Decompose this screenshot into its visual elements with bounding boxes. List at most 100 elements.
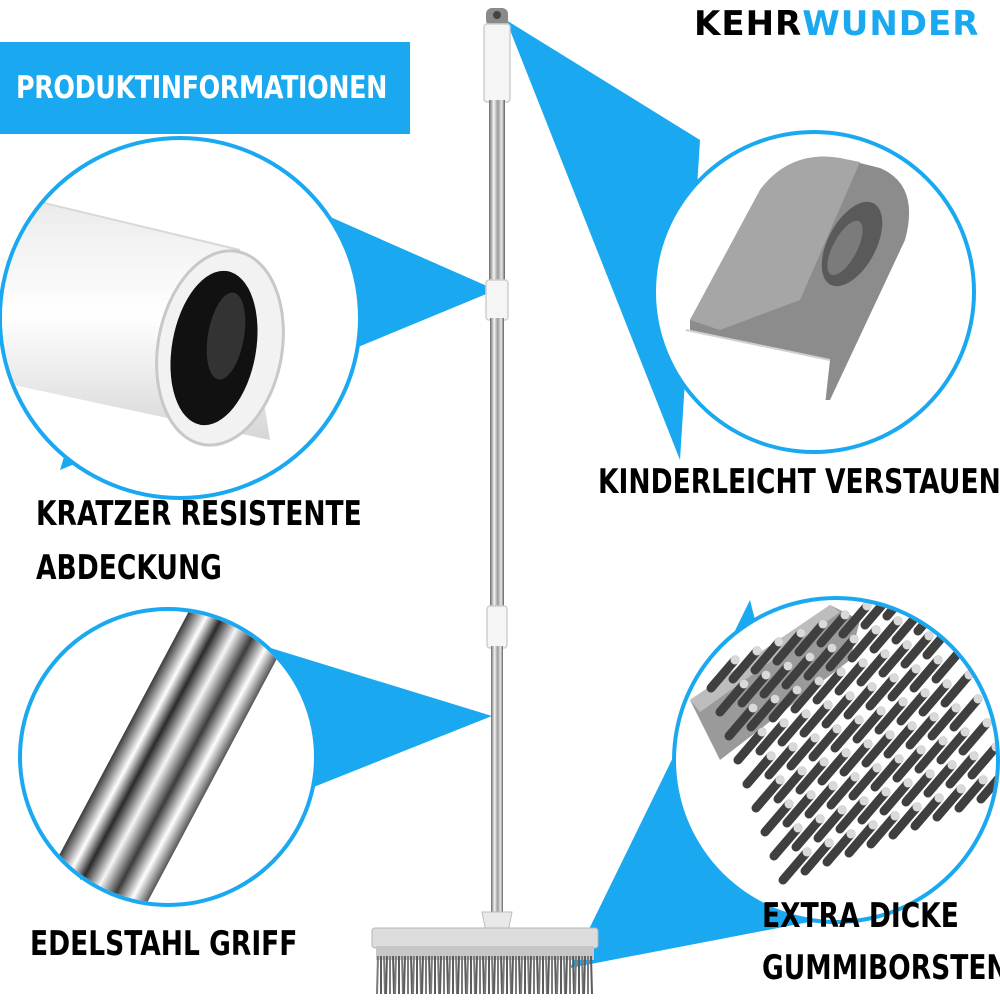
broom-bristle (475, 955, 478, 995)
rubber-bristle-tip (774, 637, 784, 647)
rubber-bristle (931, 646, 965, 684)
rubber-bristle-tip (801, 709, 811, 719)
rubber-bristle-tip (991, 742, 996, 752)
brand-logo: KEHRWUNDER (694, 4, 979, 44)
rubber-bristle-tip (868, 820, 878, 830)
broom-bristle (536, 955, 539, 995)
rubber-bristle (778, 847, 812, 885)
rubber-bristle (905, 712, 939, 750)
broom-bristle (518, 955, 521, 995)
rubber-bristle (733, 727, 767, 765)
broom-bristle (403, 955, 406, 995)
rubber-bristle (813, 805, 847, 843)
rubber-bristle (883, 721, 917, 759)
rubber-bristle-tip (947, 760, 957, 770)
broom-bristle (547, 955, 550, 995)
broom-bristle (583, 955, 586, 995)
rubber-bristle (812, 667, 846, 705)
rubber-bristle-tip (779, 718, 789, 728)
callout-beam-storage (506, 20, 700, 460)
rubber-bristle (847, 625, 881, 663)
rubber-bristle (865, 673, 899, 711)
rubber-bristle (976, 766, 996, 804)
broom-bristle (437, 955, 440, 995)
broom-bristle (509, 955, 512, 995)
broom-bristle (493, 955, 496, 995)
broom-bristle (410, 955, 413, 995)
broom-bristle (554, 955, 557, 995)
rubber-bristle-tip (960, 727, 970, 737)
rubber-bristle (746, 694, 780, 732)
brand-logo-part-2: WUNDER (802, 4, 980, 44)
rubber-bristle (967, 742, 996, 780)
rubber-bristle (764, 742, 798, 780)
broom-bristle (574, 955, 577, 995)
rubber-bristle (844, 820, 878, 858)
rubber-bristle-tip (845, 691, 855, 701)
rubber-bristle-tip (823, 700, 833, 710)
info-banner: PRODUKTINFORMATIONEN (0, 42, 410, 134)
rubber-bristle (834, 658, 868, 696)
rubber-bristle-tip (748, 703, 758, 713)
rubber-bristle-tip (956, 784, 966, 794)
rubber-bristle-tip (982, 718, 992, 728)
broom-bristle (466, 955, 469, 995)
rubber-bristle-tip (920, 688, 930, 698)
rubber-bristle (751, 775, 785, 813)
rubber-bristle-tip (850, 772, 860, 782)
broom-bristle (439, 955, 442, 995)
rubber-bristle (869, 616, 903, 654)
rubber-bristle (816, 610, 850, 648)
broom-bristle (430, 955, 433, 995)
rubber-bristle (949, 694, 983, 732)
rubber-bristle (866, 811, 900, 849)
feature-storage-label: KINDERLEICHT VERSTAUEN (598, 462, 1000, 502)
rubber-bristle-tip (973, 694, 983, 704)
rubber-bristle-tip (757, 727, 767, 737)
rubber-bristle-tip (929, 712, 939, 722)
rubber-bristle (835, 796, 869, 834)
rubber-bristle-tip (881, 787, 891, 797)
rubber-bristle-tip (841, 748, 851, 758)
rubber-bristle-tip (832, 724, 842, 734)
rubber-bristle-tip (739, 679, 749, 689)
rubber-bristle (936, 727, 970, 765)
rubber-bristle (874, 697, 908, 735)
rubber-bristle (822, 829, 856, 867)
rubber-bristle (879, 778, 913, 816)
rubber-bristle (954, 775, 988, 813)
rubber-bristle (755, 718, 789, 756)
rubber-bristle-tip (805, 652, 815, 662)
rubber-bristle (861, 730, 895, 768)
rubber-bristle (760, 799, 794, 837)
rubber-bristle (773, 766, 807, 804)
rubber-bristle-tip (946, 622, 956, 632)
rubber-bristle (826, 772, 860, 810)
broom-product-image (371, 8, 599, 995)
rubber-bristle (901, 769, 935, 807)
rubber-bristle-tip (871, 625, 881, 635)
rubber-bristle-tip (854, 715, 864, 725)
broom-bristle (538, 955, 541, 995)
rubber-bristle (888, 802, 922, 840)
rubber-bristle-tip (929, 575, 938, 584)
broom-bristle (500, 955, 503, 995)
rubber-bristle (781, 652, 815, 690)
rubber-bristle-tip (775, 775, 785, 785)
rubber-bristle (878, 640, 912, 678)
feature-handle-label: EDELSTAHL GRIFF (30, 924, 298, 964)
rubber-bristle (904, 600, 938, 612)
rubber-bristle (724, 703, 758, 741)
rubber-bristle-tip (859, 796, 869, 806)
rubber-bristle (800, 838, 834, 876)
rubber-bristle (918, 679, 952, 717)
rubber-bristle (768, 685, 802, 723)
rubber-bristle (825, 634, 859, 672)
rubber-bristle-tip (867, 682, 877, 692)
rubber-bristle (737, 670, 771, 708)
rubber-bristle-tip (814, 676, 824, 686)
broom-bristle (511, 955, 514, 995)
rubber-bristle-tip (828, 781, 838, 791)
broom-bristle (545, 955, 548, 995)
rubber-bristle (821, 691, 855, 729)
